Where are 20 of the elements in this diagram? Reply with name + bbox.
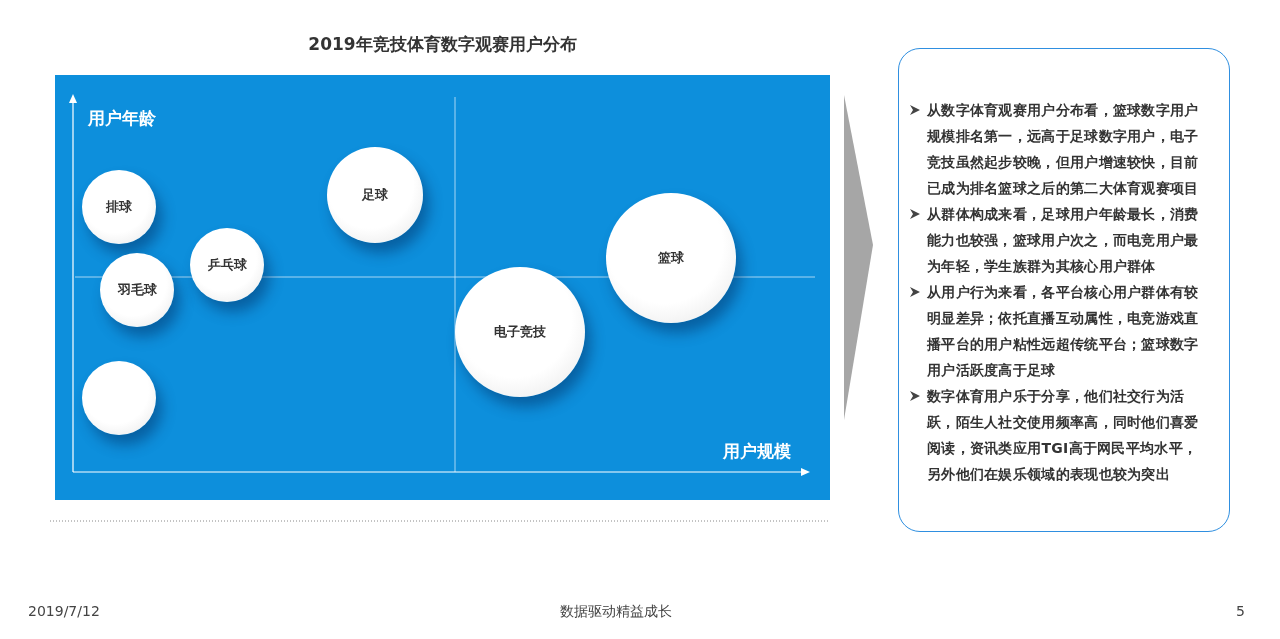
bullet-text: 从数字体育观赛用户分布看，篮球数字用户规模排名第一，远高于足球数字用户，电子竞技虽然起步较晚，但用户增速较快，目前已成为排名篮球之后的第二大体育观赛项目: [927, 101, 1200, 198]
bubble: 乒乓球: [190, 228, 264, 302]
bullet-text: 数字体育用户乐于分享，他们社交行为活跃，陌生人社交使用频率高，同时他们喜爱阅读，资讯类应用TGI高于网民平均水平，另外他们在娱乐领域的表现也较为突出: [927, 387, 1200, 484]
text-panel: [898, 48, 1230, 532]
bubble: 羽毛球: [100, 253, 174, 327]
chart-panel: [55, 75, 830, 500]
bubble: 电子竞技: [455, 267, 585, 397]
bubble: 篮球: [606, 193, 736, 323]
axis-label: 用户规模: [723, 440, 791, 463]
page-number: 5: [1236, 603, 1245, 619]
chevron-arrow: [844, 95, 873, 420]
bubble: 足球: [327, 147, 423, 243]
bubble: 排球: [82, 170, 156, 244]
bubble: [82, 361, 156, 435]
chart-title: 2019年竞技体育数字观赛用户分布: [307, 33, 578, 56]
footer-slogan: 数据驱动精益成长: [560, 603, 672, 621]
date-text: 2019/7/12: [28, 603, 100, 619]
bullet-text: 从群体构成来看，足球用户年龄最长，消费能力也较强，篮球用户次之，而电竞用户最为年轻，学生族群为其核心用户群体: [927, 205, 1200, 276]
bullet-text: 从用户行为来看，各平台核心用户群体有较明显差异；依托直播互动属性，电竞游戏直播平台的用户粘性远超传统平台；篮球数字用户活跃度高于足球: [927, 283, 1200, 380]
axis-label: 用户年龄: [88, 107, 156, 130]
